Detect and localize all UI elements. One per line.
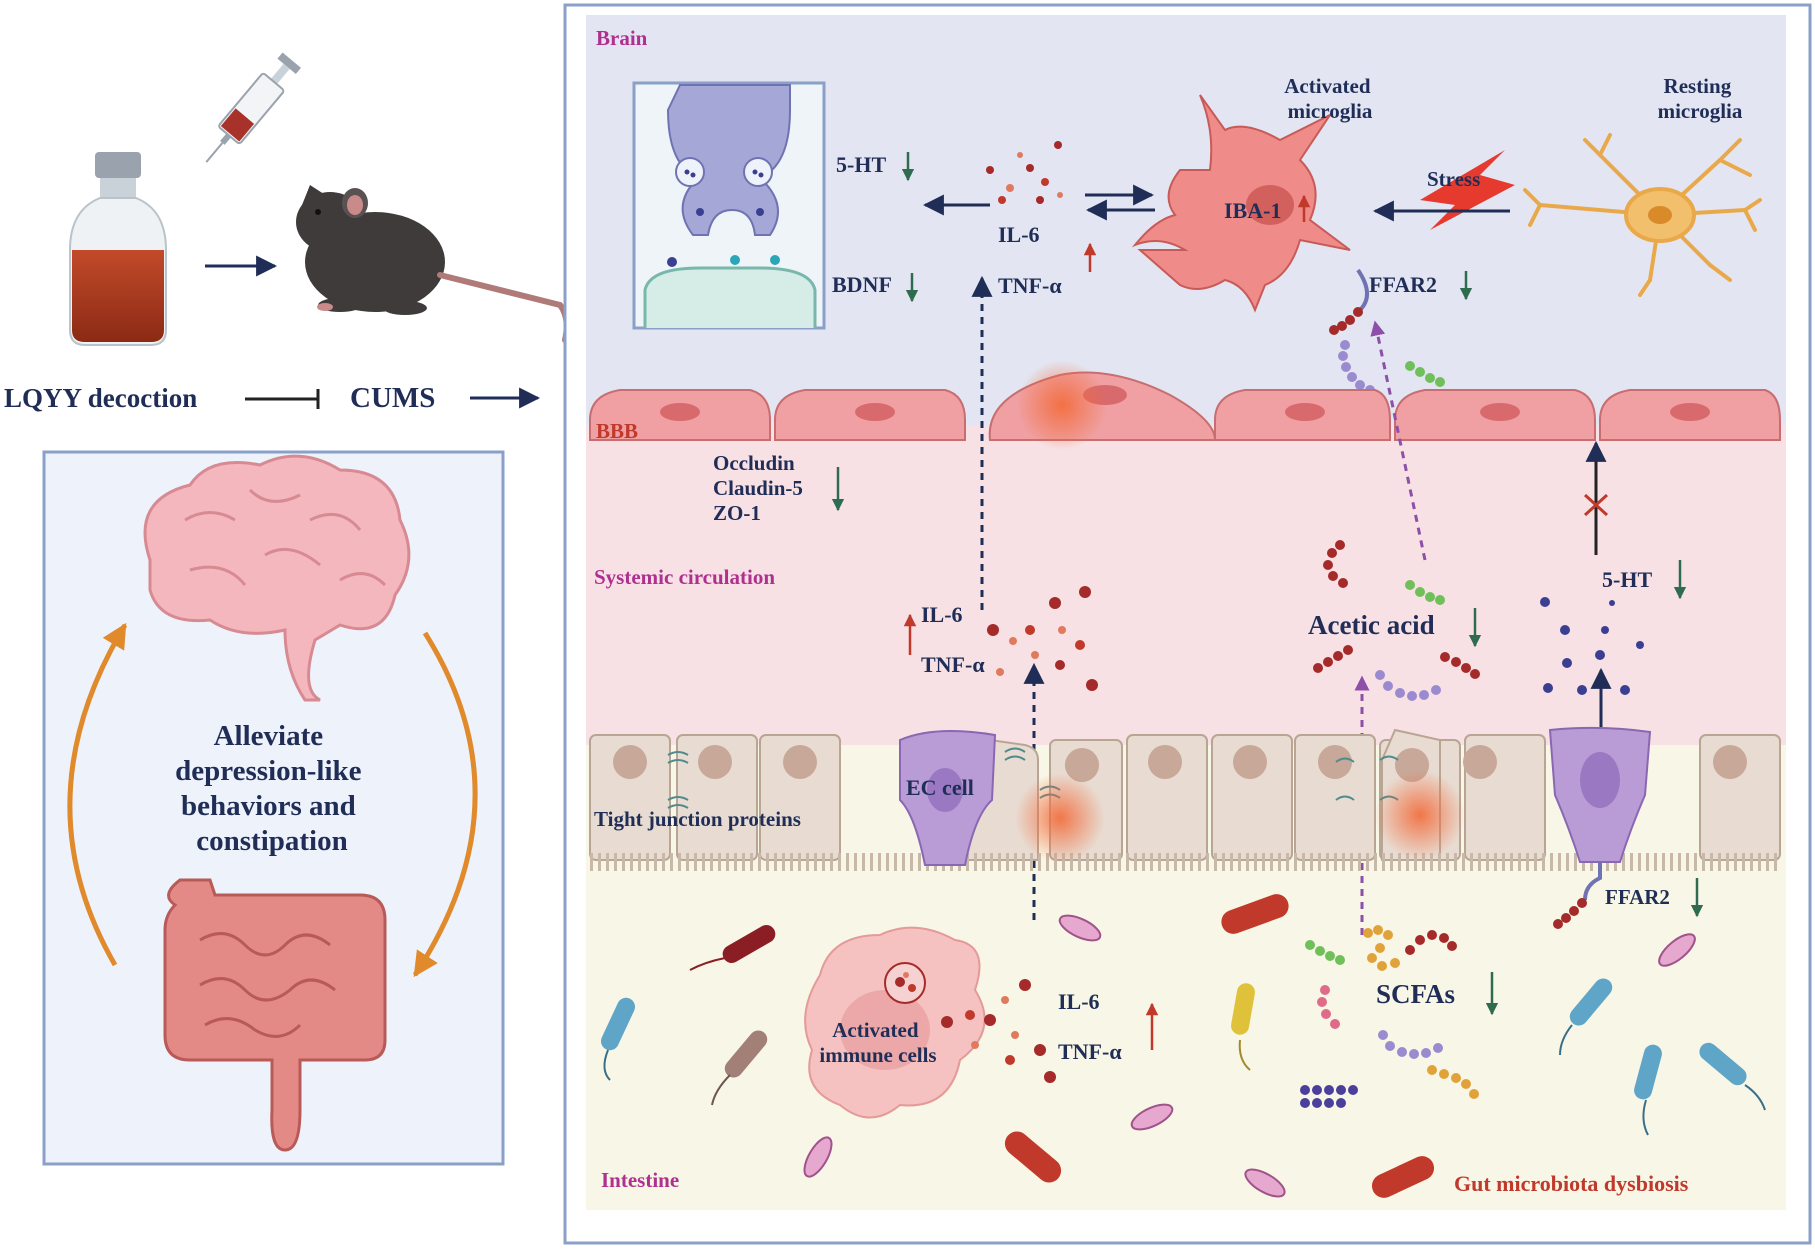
ec-cell-left-icon bbox=[899, 730, 997, 866]
brain-5ht-label: 5-HT bbox=[836, 152, 886, 177]
intestine-region-label: Intestine bbox=[601, 1168, 679, 1192]
gut-ffar2-label: FFAR2 bbox=[1605, 885, 1670, 909]
brain-ffar2-label: FFAR2 bbox=[1369, 272, 1437, 297]
bbb-inflammation-glow bbox=[1017, 360, 1107, 450]
activated-microglia-label: Activated microglia bbox=[1284, 74, 1376, 123]
brain-icon bbox=[143, 454, 411, 702]
blocked-cross-icon bbox=[1583, 493, 1609, 517]
cycle-arrow-down bbox=[412, 631, 478, 978]
stress-label: Stress bbox=[1427, 167, 1480, 191]
activated-immune-cells-label: Activated immune cells bbox=[819, 1018, 936, 1067]
bbb-protein-claudin: Claudin-5 bbox=[713, 476, 803, 500]
outcome-line-1: Alleviate bbox=[214, 720, 324, 752]
outcome-text: Alleviate depression-like behaviors and … bbox=[175, 720, 369, 857]
brain-acetate-chains bbox=[1329, 307, 1445, 395]
outcome-line-3: behaviors and bbox=[181, 790, 356, 822]
outcome-line-2: depression-like bbox=[175, 755, 362, 787]
scfa-chains bbox=[1300, 925, 1479, 1108]
brain-region-label: Brain bbox=[596, 26, 648, 50]
systemic-region-label: Systemic circulation bbox=[594, 565, 775, 589]
intestine-icon bbox=[163, 878, 387, 1152]
bbb-protein-zo1: ZO-1 bbox=[713, 501, 761, 525]
mouse-icon bbox=[296, 185, 570, 343]
outcome-line-4: constipation bbox=[196, 825, 347, 857]
systemic-5ht-dots bbox=[1540, 597, 1644, 695]
bacteria-icons bbox=[600, 894, 1766, 1198]
lightning-icon bbox=[1420, 150, 1515, 230]
bbb-protein-occludin: Occludin bbox=[713, 451, 795, 475]
systemic-il6-label: IL-6 bbox=[921, 602, 963, 627]
decoction-label: LQYY decoction bbox=[4, 383, 197, 413]
acetic-acid-label: Acetic acid bbox=[1308, 610, 1435, 640]
cycle-arrow-up bbox=[67, 622, 128, 967]
vial-icon bbox=[69, 152, 167, 346]
epithelial-inflammation-glow bbox=[1015, 773, 1105, 863]
gut-ffar2-acetate-chain bbox=[1553, 898, 1587, 929]
activated-immune-line-1: Activated bbox=[832, 1018, 919, 1042]
bbb-protein-list: Occludin Claudin-5 ZO-1 bbox=[713, 451, 808, 525]
brain-tnf-label: TNF-α bbox=[998, 273, 1062, 298]
syringe-icon bbox=[205, 52, 301, 163]
activated-immune-line-2: immune cells bbox=[819, 1043, 936, 1067]
brain-bdnf-label: BDNF bbox=[832, 272, 892, 297]
bbb-label: BBB bbox=[596, 419, 638, 443]
systemic-5ht-label: 5-HT bbox=[1602, 567, 1652, 592]
dysbiosis-label: Gut microbiota dysbiosis bbox=[1454, 1171, 1689, 1196]
systemic-tnf-label: TNF-α bbox=[921, 652, 985, 677]
brain-il6-label: IL-6 bbox=[998, 222, 1040, 247]
cums-label: CUMS bbox=[350, 382, 435, 414]
brain-ffar2-receptor-icon bbox=[1356, 268, 1369, 312]
acetate-to-brain-arrow bbox=[1370, 320, 1427, 561]
tight-junction-icons bbox=[667, 747, 1399, 809]
activated-microglia-line-2: microglia bbox=[1288, 99, 1373, 123]
iba1-label: IBA-1 bbox=[1224, 198, 1281, 223]
scfas-label: SCFAs bbox=[1376, 979, 1455, 1009]
activated-microglia-icon bbox=[1131, 94, 1351, 313]
ec-cell-label: EC cell bbox=[906, 775, 974, 800]
activated-microglia-line-1: Activated bbox=[1284, 74, 1371, 98]
ec-cell-right-icon bbox=[1548, 726, 1652, 901]
intestine-tnf-label: TNF-α bbox=[1058, 1039, 1122, 1064]
brain-cytokine-dots bbox=[986, 141, 1063, 204]
activated-immune-cell-icon bbox=[804, 926, 986, 1119]
resting-microglia-line-1: Resting bbox=[1664, 74, 1732, 98]
epithelial-inflammation-glow-2 bbox=[1375, 770, 1465, 860]
systemic-acetate-chains bbox=[1313, 540, 1480, 701]
systemic-cytokine-dots bbox=[987, 586, 1098, 691]
synapse-icon bbox=[632, 81, 826, 330]
intestine-il6-label: IL-6 bbox=[1058, 989, 1100, 1014]
resting-microglia-line-2: microglia bbox=[1658, 99, 1743, 123]
tight-junction-label: Tight junction proteins bbox=[594, 807, 801, 831]
intestine-cytokine-dots bbox=[941, 979, 1056, 1083]
resting-microglia-icon bbox=[1523, 133, 1762, 297]
resting-microglia-label: Resting microglia bbox=[1658, 74, 1743, 123]
